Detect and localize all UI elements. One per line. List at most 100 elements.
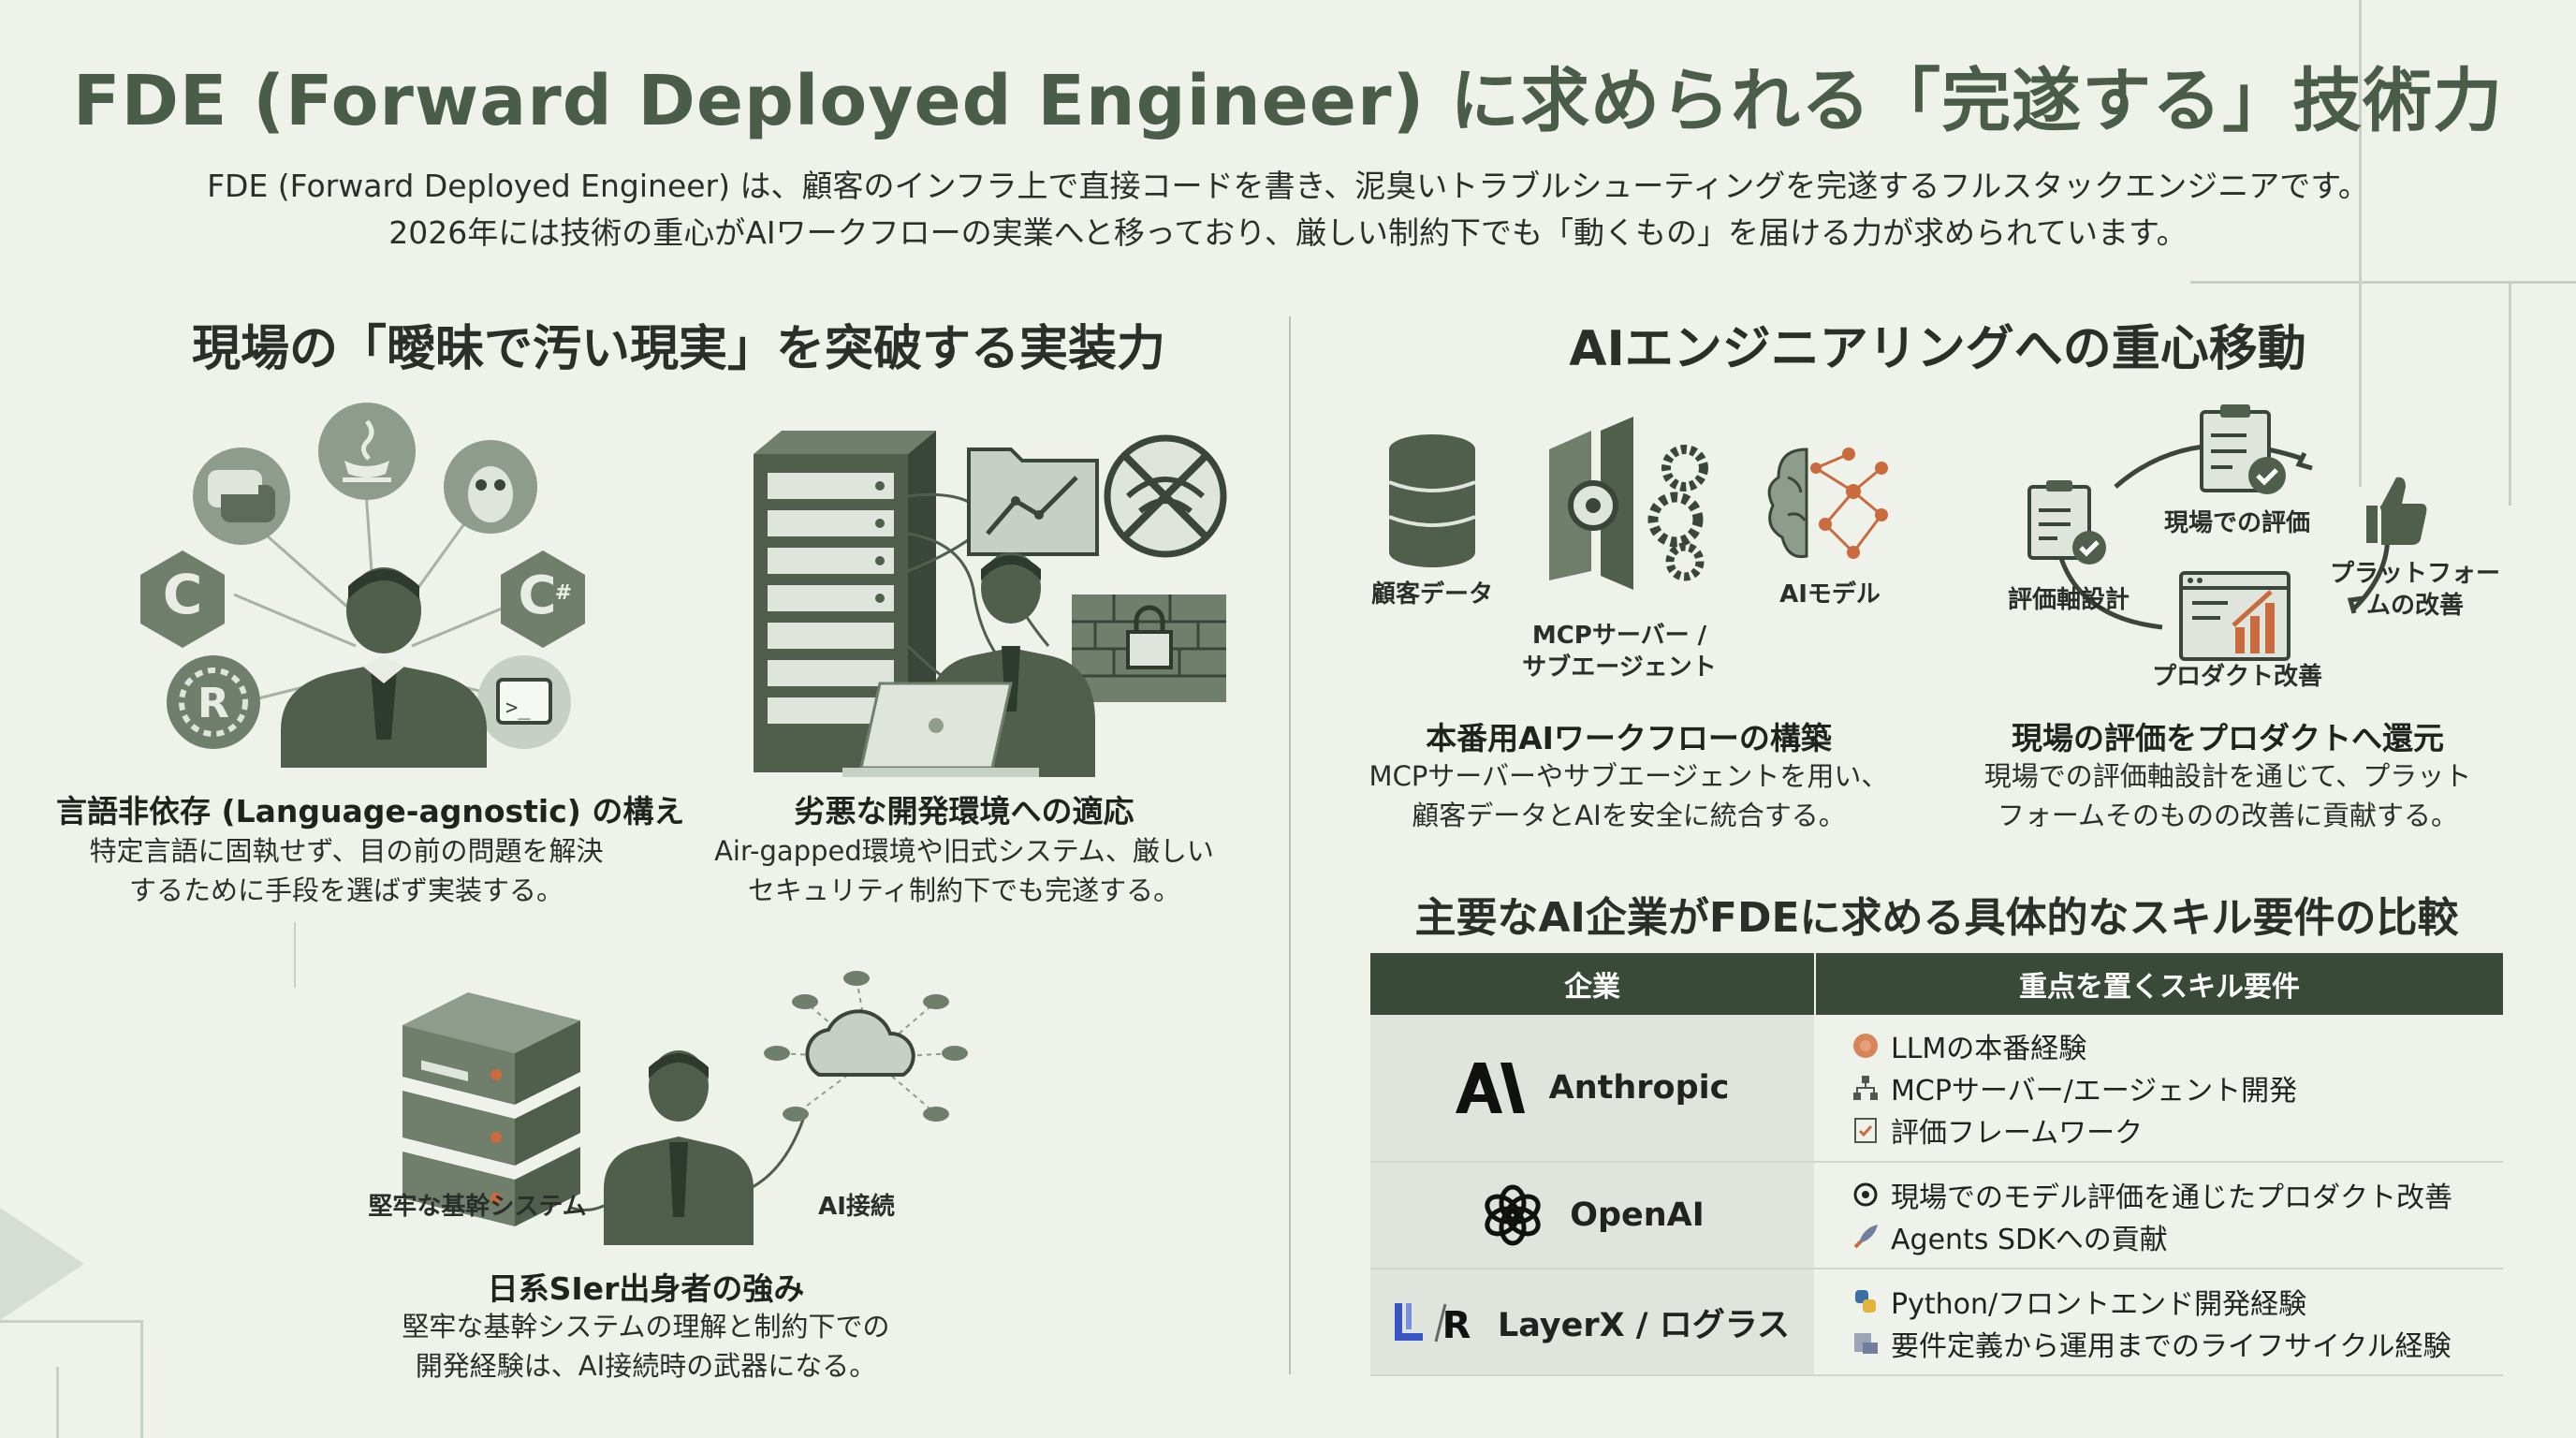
table-title: 主要なAI企業がFDEに求める具体的なスキル要件の比較: [1414, 894, 2459, 942]
skill-text: Agents SDKへの貢献: [1891, 1223, 2168, 1256]
skill-text: Python/フロントエンド開発経験: [1891, 1287, 2307, 1321]
table-row: Anthropic LLMの本番経験 MCPサーバー/エージェント開発 評価フレ…: [1370, 1015, 2503, 1163]
header-skills: 重点を置くスキル要件: [2019, 971, 2300, 1004]
svg-text:#: #: [555, 581, 572, 605]
label-product-improve: プロダクト改善: [2151, 663, 2322, 691]
skill-text: MCPサーバー/エージェント開発: [1891, 1075, 2298, 1108]
label-field-evaluation: 現場での評価: [2163, 509, 2310, 537]
skill-item: Agents SDKへの貢献: [1850, 1215, 2503, 1257]
card-sier-desc1: 堅牢な基幹システムの理解と制約下での: [402, 1311, 890, 1343]
card-sier-desc2: 開発経験は、AI接続時の武器になる。: [415, 1350, 877, 1382]
svg-text:C: C: [518, 565, 556, 626]
company-cell: Anthropic: [1370, 1015, 1816, 1161]
label-core-system: 堅牢な基幹システム: [368, 1193, 587, 1221]
left-section-title: 現場の「曖昧で汚い現実」を突破する実装力: [191, 321, 1165, 377]
label-mcp-line1: MCPサーバー /: [1531, 622, 1707, 650]
terminal-icon: >_: [477, 655, 571, 749]
bg-line: [2415, 281, 2576, 284]
skill-text: 評価フレームワーク: [1891, 1117, 2144, 1150]
company-name: LayerX / ログラス: [1497, 1306, 1791, 1344]
openai-small-icon: [1850, 1179, 1881, 1211]
bg-line: [56, 1367, 59, 1438]
skill-text: 現場でのモデル評価を通じたプロダクト改善: [1891, 1181, 2452, 1214]
skill-item: LLMの本番経験: [1850, 1025, 2503, 1067]
card-language-agnostic-title: 言語非依存 (Language-agnostic) の構え: [56, 793, 685, 829]
bg-triangle: [0, 1208, 84, 1320]
company-name: OpenAI: [1570, 1196, 1705, 1234]
company-cell: OpenAI: [1370, 1163, 1816, 1268]
skill-item: Python/フロントエンド開発経験: [1850, 1280, 2503, 1322]
table-row: R LayerX / ログラス Python/フロントエンド開発経験 要件定義か…: [1370, 1269, 2503, 1376]
company-name: Anthropic: [1548, 1069, 1730, 1107]
skill-item: MCPサーバー/エージェント開発: [1850, 1067, 2503, 1109]
go-gopher-icon: [444, 440, 537, 534]
svg-text:>_: >_: [505, 697, 531, 720]
table-row: OpenAI 現場でのモデル評価を通じたプロダクト改善 Agents SDKへの…: [1370, 1163, 2503, 1269]
header-company: 企業: [1370, 953, 1816, 1015]
anthropic-logo: [1455, 1063, 1525, 1113]
no-wifi-icon: [1104, 434, 1227, 558]
card-cycle-title: 現場の評価をプロダクトへ還元: [2012, 720, 2444, 756]
chart-folder-icon: [967, 448, 1099, 556]
server-stack-icon: [402, 992, 580, 1226]
label-mcp-line2: サブエージェント: [1522, 653, 1717, 682]
card-cycle-desc1: 現場での評価軸設計を通じて、プラット: [1983, 760, 2472, 792]
label-ai-connect: AI接続: [818, 1193, 895, 1221]
card-workflow-desc1: MCPサーバーやサブエージェントを用い、: [1368, 760, 1889, 792]
skills-comparison-table: 企業 重点を置くスキル要件 Anthropic LLMの本番経験 MCPサーバー…: [1370, 953, 2503, 1376]
right-section-title: AIエンジニアリングへの重心移動: [1569, 321, 2306, 377]
database-icon: [1388, 434, 1476, 567]
c-icon: C: [140, 550, 225, 648]
bg-line: [0, 1320, 140, 1323]
evaluation-cycle-diagram: [2027, 404, 2427, 661]
lifecycle-icon: [1850, 1328, 1881, 1359]
card-language-agnostic-desc1: 特定言語に固執せず、目の前の問題を解決: [89, 835, 604, 867]
laptop-icon: [842, 682, 1039, 777]
card-harsh-env-desc1: Air-gapped環境や旧式システム、厳しい: [714, 835, 1214, 867]
company-cell: R LayerX / ログラス: [1370, 1269, 1816, 1374]
java-icon: [318, 403, 416, 500]
svg-text:R: R: [198, 680, 229, 727]
label-ai-model: AIモデル: [1779, 580, 1881, 609]
rocket-icon: [1850, 1221, 1881, 1253]
card-cycle-desc2: フォームそのものの改善に貢献する。: [1997, 800, 2459, 831]
csharp-icon: C #: [501, 550, 585, 648]
section-divider: [1289, 316, 1291, 1374]
clipboard-check-icon: [2027, 480, 2106, 565]
card-language-agnostic-desc2: するために手段を選ばず実装する。: [128, 874, 564, 906]
python-icon: [1850, 1285, 1881, 1317]
bg-line: [140, 1320, 143, 1438]
person-icon: [604, 1050, 754, 1245]
bg-line: [2359, 0, 2362, 487]
clipboard-check-icon: [2200, 404, 2286, 494]
page-title: FDE (Forward Deployed Engineer) に求められる「完…: [72, 61, 2504, 141]
hierarchy-icon: [1850, 1072, 1881, 1104]
person-icon: [281, 567, 487, 768]
label-platform-improve-1: プラットフォー: [2329, 560, 2500, 588]
layerx-logo: R: [1394, 1303, 1471, 1345]
card-divider: [294, 922, 296, 988]
python-icon: [193, 448, 290, 545]
sier-illustration: [402, 971, 968, 1245]
page-subtitle-line2: 2026年には技術の重心がAIワークフローの実業へと移っており、厳しい制約下でも…: [388, 214, 2188, 251]
cloud-network-icon: [764, 971, 968, 1122]
language-icons-cluster: C C # R >_: [140, 403, 585, 768]
skill-text: 要件定義から運用までのライフサイクル経験: [1891, 1329, 2452, 1363]
card-sier-title: 日系SIer出身者の強み: [487, 1270, 805, 1307]
openai-logo: [1485, 1184, 1541, 1246]
skills-cell: Python/フロントエンド開発経験 要件定義から運用までのライフサイクル経験: [1816, 1269, 2503, 1374]
skill-text: LLMの本番経験: [1891, 1033, 2087, 1065]
skill-item: 評価フレームワーク: [1850, 1109, 2503, 1152]
label-eval-axis-design: 評価軸設計: [2007, 586, 2130, 614]
bg-line: [2190, 281, 2415, 284]
card-workflow-desc2: 顧客データとAIを安全に統合する。: [1412, 800, 1846, 831]
checklist-icon: [1850, 1114, 1881, 1146]
skills-cell: LLMの本番経験 MCPサーバー/エージェント開発 評価フレームワーク: [1816, 1015, 2503, 1161]
gear-gateway-icon: [1549, 417, 1708, 590]
bg-line: [2509, 281, 2511, 506]
thumbs-up-icon: [2366, 477, 2427, 545]
table-header-row: 企業 重点を置くスキル要件: [1370, 953, 2503, 1015]
skill-item: 現場でのモデル評価を通じたプロダクト改善: [1850, 1173, 2503, 1215]
card-harsh-env-title: 劣悪な開発環境への適応: [794, 793, 1134, 829]
page-subtitle-line1: FDE (Forward Deployed Engineer) は、顧客のインフ…: [207, 168, 2369, 204]
